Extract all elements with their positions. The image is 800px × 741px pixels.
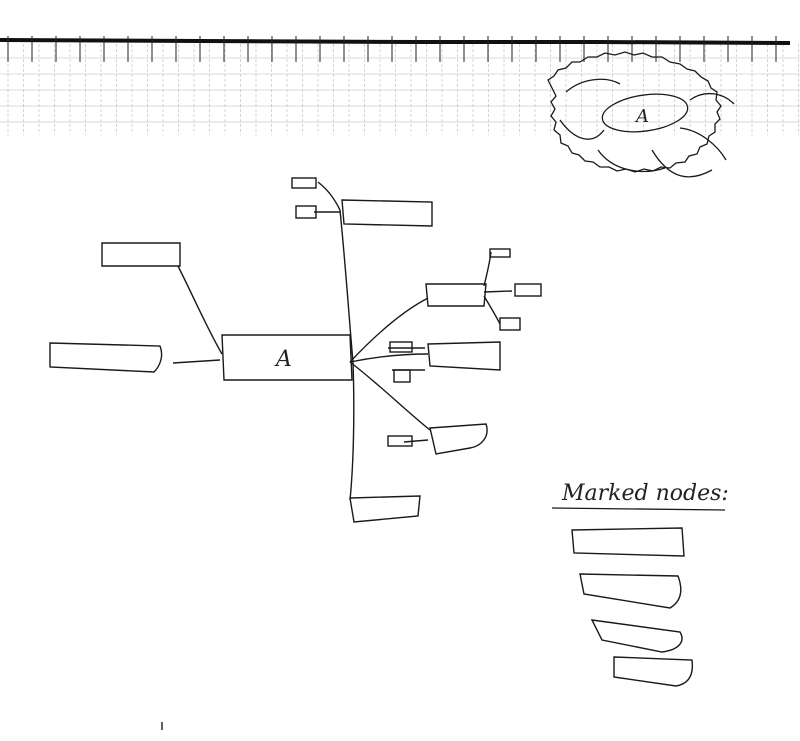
minimap-node-label: A	[634, 106, 649, 127]
twig-box-7	[393, 369, 411, 383]
minimap	[547, 51, 735, 178]
twig-box-1	[291, 177, 317, 189]
edge-left	[172, 359, 221, 364]
edge-top-left	[177, 265, 223, 355]
legend-node-3	[590, 619, 683, 653]
nodes	[49, 177, 542, 523]
main-trunk	[339, 209, 355, 501]
node-top	[341, 199, 433, 227]
central-node-label: A	[274, 347, 292, 372]
node-right-3	[429, 423, 488, 455]
minimap-border	[547, 51, 722, 173]
twig-box-2	[295, 205, 317, 219]
twig-box-6	[389, 341, 413, 353]
node-top-left	[101, 242, 181, 267]
node-bottom	[349, 495, 421, 523]
edge-right-2	[349, 353, 429, 363]
ruler-ticks	[7, 36, 777, 62]
legend-nodes	[571, 527, 694, 687]
twig-box-4	[514, 283, 542, 297]
ruler-line	[0, 38, 791, 45]
twig-box-8	[387, 435, 413, 447]
legend-node-1	[571, 527, 685, 557]
legend-node-4	[613, 656, 694, 687]
node-right-1	[425, 283, 487, 307]
edge-right-1	[349, 297, 429, 363]
edge-twig-1	[317, 181, 341, 211]
connectors	[172, 181, 513, 501]
legend-node-2	[579, 573, 682, 609]
legend-title: Marked nodes:	[561, 481, 729, 506]
legend-underline	[551, 507, 726, 511]
minimap-central-node	[601, 93, 689, 133]
node-central[interactable]	[221, 334, 353, 381]
node-left	[49, 342, 163, 373]
edge-right-3	[349, 361, 431, 431]
twig-box-5	[499, 317, 521, 331]
twig-box-3	[489, 248, 511, 258]
node-right-2	[427, 341, 501, 371]
